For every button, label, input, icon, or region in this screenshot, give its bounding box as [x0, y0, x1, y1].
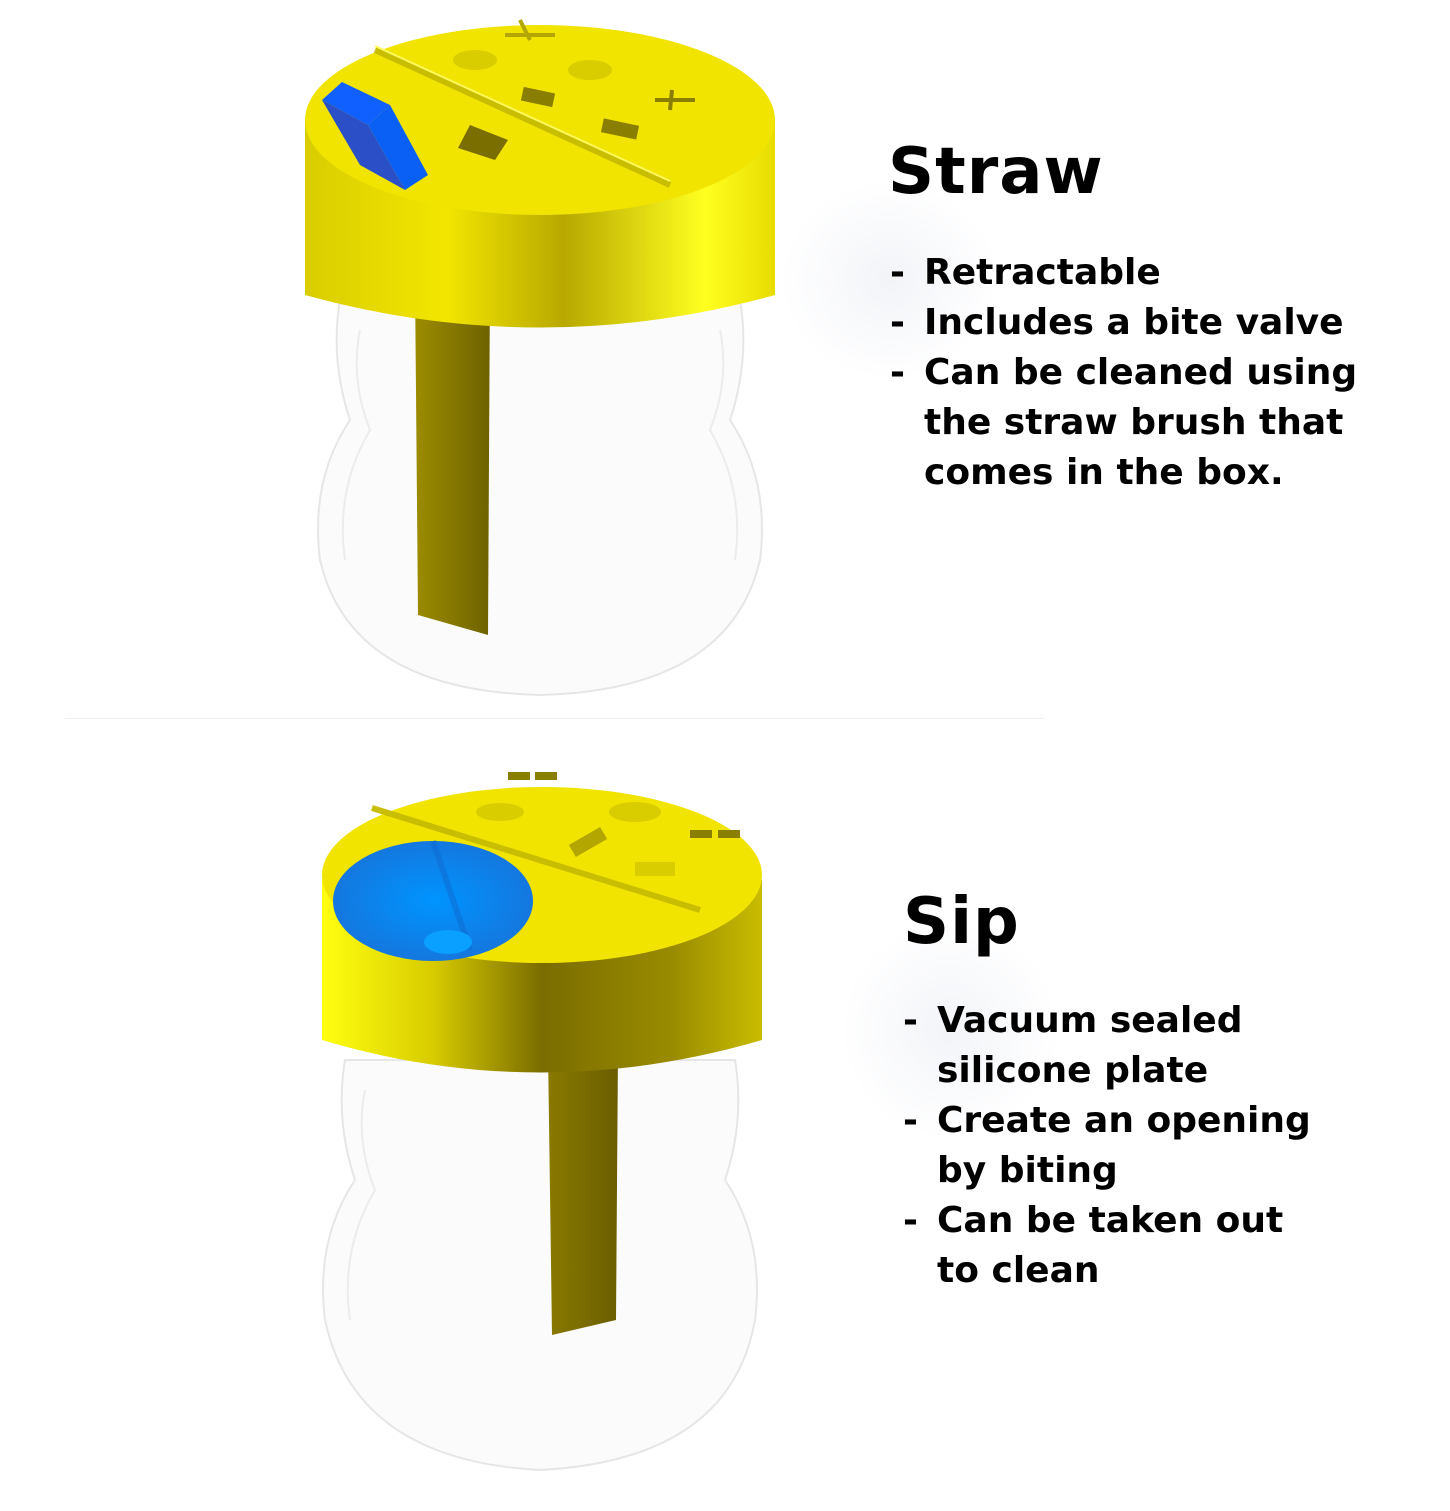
straw-section: Straw -Retractable -Includes a bite valv… [0, 0, 1450, 730]
sip-feature-list: -Vacuum sealed silicone plate -Create an… [903, 996, 1343, 1296]
sip-cup-render [322, 772, 762, 1472]
feature-item: -Vacuum sealed silicone plate [903, 1000, 1243, 1091]
feature-item: -Create an opening by biting [903, 1100, 1311, 1191]
background-glow [840, 920, 1060, 1140]
feature-item: -Can be taken out to clean [903, 1200, 1284, 1291]
straw-cup-render [305, 19, 775, 697]
feature-item: -Includes a bite valve [890, 302, 1344, 343]
feature-item: -Retractable [890, 252, 1161, 293]
section-divider [65, 718, 1045, 719]
straw-feature-list: -Retractable -Includes a bite valve -Can… [890, 248, 1410, 498]
sip-section: Sip -Vacuum sealed silicone plate -Creat… [0, 740, 1450, 1511]
background-glow [780, 180, 1000, 380]
feature-item: -Can be cleaned using the straw brush th… [890, 352, 1358, 493]
section-title-straw: Straw [888, 135, 1104, 209]
section-title-sip: Sip [903, 885, 1020, 959]
